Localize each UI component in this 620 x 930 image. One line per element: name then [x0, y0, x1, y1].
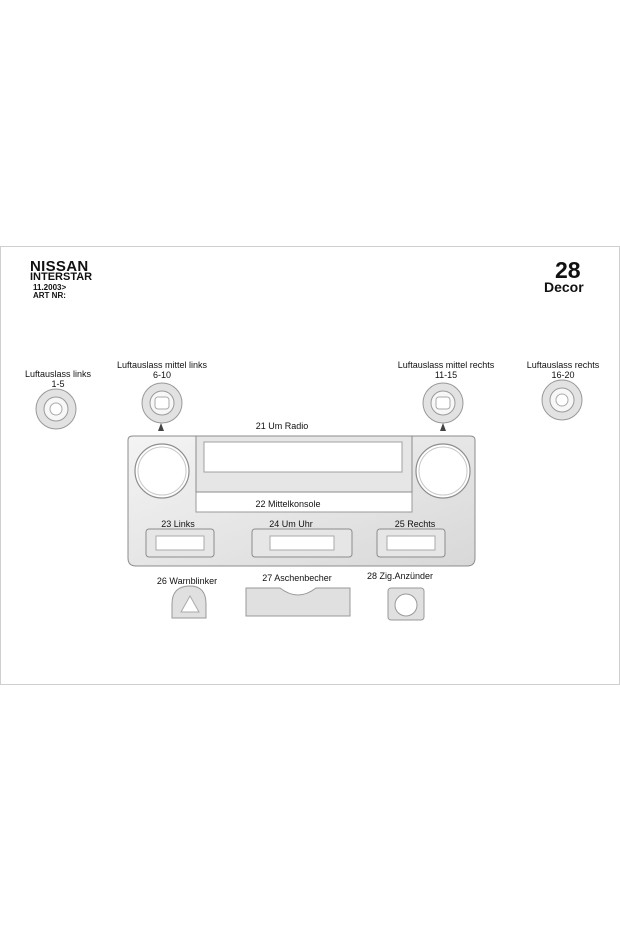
zig-anzuender-part — [387, 587, 425, 621]
clip-icon — [440, 423, 446, 431]
label-warnblinker: 26 Warnblinker — [156, 576, 218, 586]
label-links: 23 Links — [161, 519, 195, 529]
aschenbecher-part — [245, 587, 351, 617]
model-name: INTERSTAR — [30, 271, 93, 283]
decor-label: Decor — [544, 279, 584, 295]
dash-panel-part — [127, 435, 476, 567]
part-count: 28 — [555, 257, 581, 283]
label-console: 22 Mittelkonsole — [255, 499, 321, 509]
article-number-label: ART NR: — [33, 291, 66, 300]
model-date: 11.2003> — [33, 283, 67, 292]
clip-icon — [158, 423, 164, 431]
label-uhr: 24 Um Uhr — [269, 519, 313, 529]
vent-mid-right-part — [422, 382, 464, 431]
label-rechts: 25 Rechts — [394, 519, 436, 529]
vent-left-part — [35, 388, 77, 430]
warnblinker-part — [171, 585, 207, 619]
label-zig-anzuender: 28 Zig.Anzünder — [366, 571, 434, 581]
label-aschenbecher: 27 Aschenbecher — [262, 573, 332, 583]
label-radio: 21 Um Radio — [255, 421, 309, 431]
brand-title: NISSAN — [30, 258, 89, 275]
vent-right-part — [541, 379, 583, 421]
vent-mid-left-part — [141, 382, 183, 431]
